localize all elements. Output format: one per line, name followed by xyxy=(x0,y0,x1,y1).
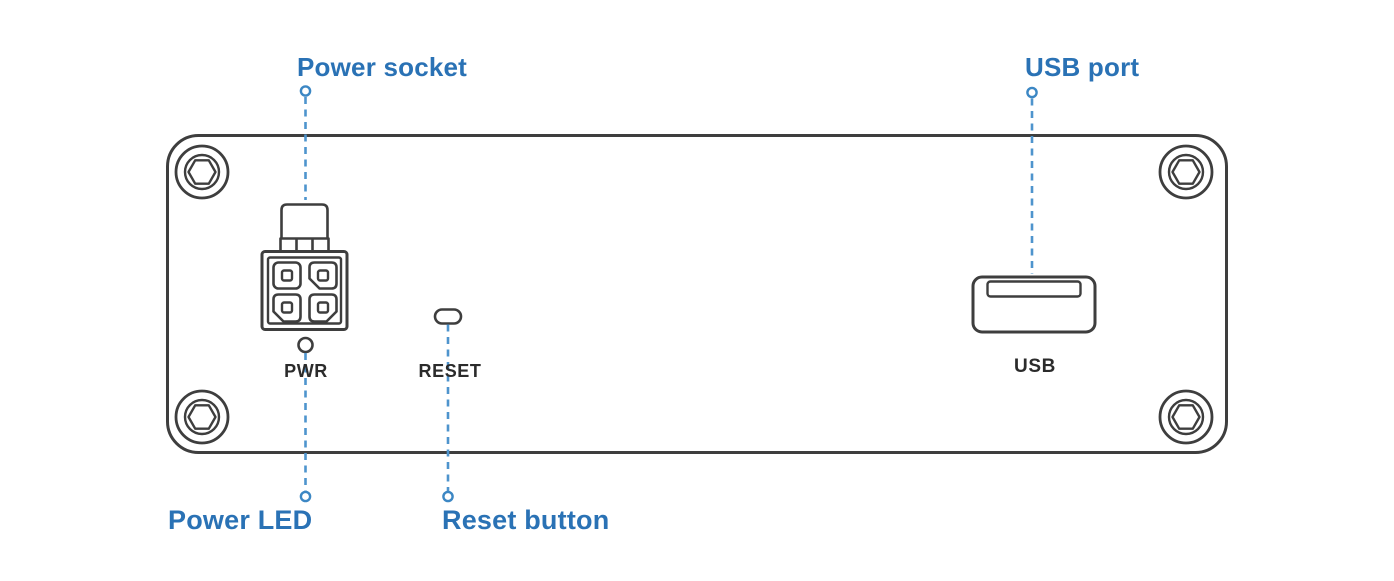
usb-port-drawing xyxy=(971,275,1097,334)
callout-label-power-led: Power LED xyxy=(168,505,313,535)
panel-label-usb: USB xyxy=(1014,356,1056,377)
panel-label-pwr: PWR xyxy=(284,361,328,381)
callout-marker-power-led xyxy=(299,490,312,503)
screw-icon xyxy=(1158,144,1214,200)
device-outline xyxy=(166,134,1228,454)
power-socket-drawing xyxy=(260,203,349,331)
screw-icon xyxy=(174,144,230,200)
power-led-drawing xyxy=(297,336,314,354)
callout-label-usb-port: USB port xyxy=(1025,52,1140,82)
callout-label-reset-button: Reset button xyxy=(442,505,610,535)
callout-marker-usb-port xyxy=(1026,86,1038,99)
callout-marker-reset-button xyxy=(442,490,454,503)
callout-label-power-socket: Power socket xyxy=(297,52,468,82)
reset-button-drawing xyxy=(433,308,463,325)
panel-label-reset: RESET xyxy=(418,361,482,381)
screw-icon xyxy=(1158,389,1214,445)
callout-marker-power-socket xyxy=(299,85,312,97)
screw-icon xyxy=(174,389,230,445)
